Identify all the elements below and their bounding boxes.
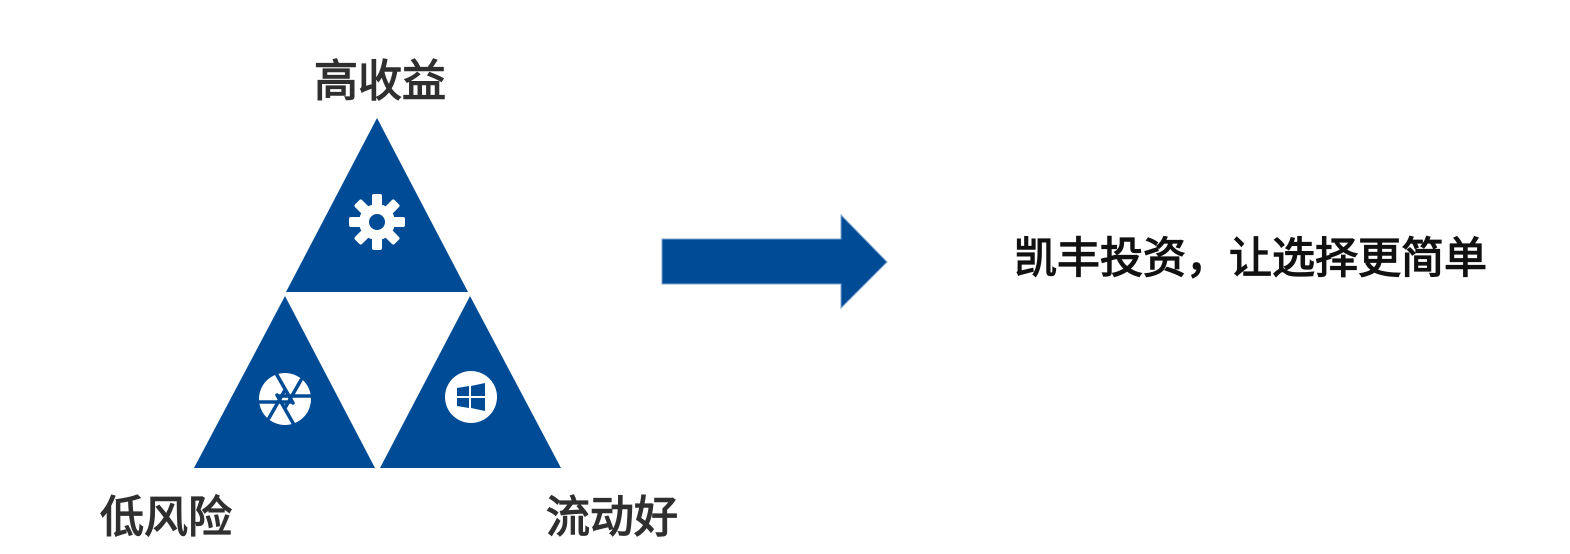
- windows-logo-icon: [445, 371, 497, 423]
- label-good-liquidity: 流动好: [546, 492, 678, 543]
- gear-icon: [349, 194, 405, 250]
- tagline: 凯丰投资，让选择更简单: [1014, 234, 1487, 284]
- label-high-return: 高收益: [314, 56, 446, 107]
- aperture-icon: [257, 373, 313, 425]
- label-low-risk: 低风险: [100, 492, 232, 543]
- arrow-right-shape: [661, 213, 888, 310]
